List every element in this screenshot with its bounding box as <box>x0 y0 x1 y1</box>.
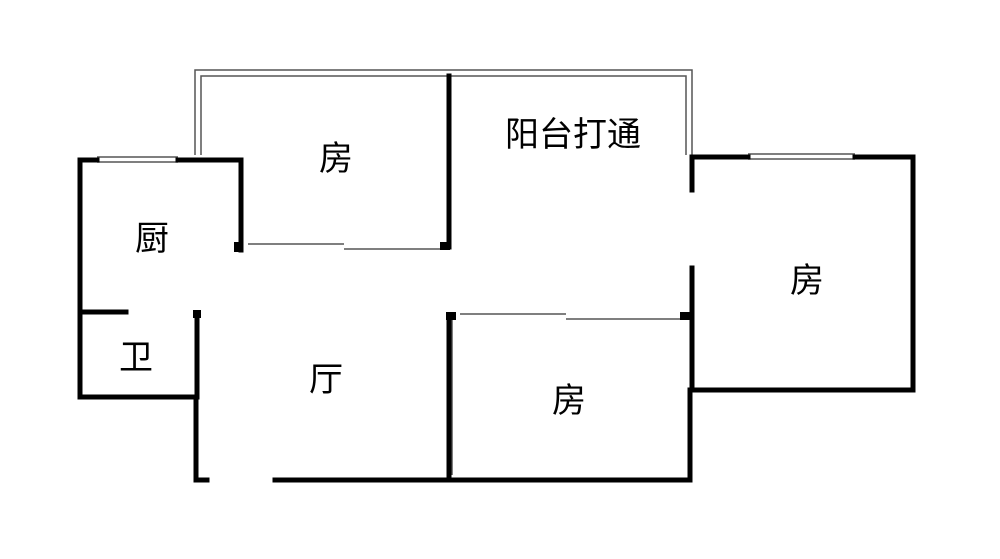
wall-corner-marks <box>193 242 690 320</box>
room-label-kitchen: 厨 <box>135 219 169 259</box>
room-label-living-room: 厅 <box>309 360 343 400</box>
balcony-railing <box>194 69 693 155</box>
walls <box>77 73 916 483</box>
room-label-bathroom: 卫 <box>119 338 153 378</box>
room-label-bedroom-bottom: 房 <box>552 381 586 421</box>
windows <box>97 153 855 475</box>
room-label-bedroom-top: 房 <box>319 139 353 179</box>
room-label-balcony: 阳台打通 <box>505 115 641 155</box>
room-label-bedroom-right: 房 <box>790 261 824 301</box>
